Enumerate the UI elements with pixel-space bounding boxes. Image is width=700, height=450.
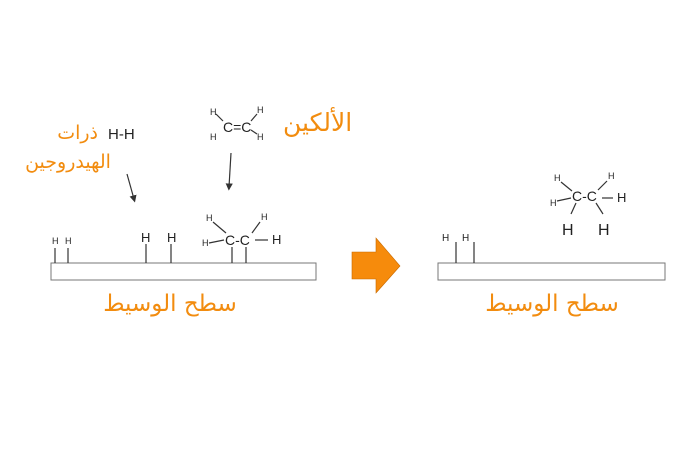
alkene-label: الألكين — [283, 106, 352, 137]
svg-text:H: H — [261, 212, 268, 222]
catalyst-surface-label-right: سطح الوسيط — [485, 291, 619, 317]
svg-text:H: H — [462, 233, 469, 244]
hydrogen-molecule: H-H — [108, 126, 135, 143]
svg-text:H: H — [550, 198, 557, 208]
svg-text:H: H — [598, 222, 610, 239]
ethylene-molecule: C=C H H H H — [210, 105, 264, 142]
svg-text:H: H — [257, 105, 264, 115]
svg-text:H: H — [617, 190, 626, 205]
svg-text:C-C: C-C — [572, 188, 597, 204]
adsorbed-hydrogens-left: H H H H — [52, 230, 176, 263]
svg-text:H: H — [257, 132, 264, 142]
svg-text:H: H — [210, 132, 217, 142]
svg-text:H: H — [442, 233, 449, 244]
svg-text:H: H — [141, 230, 150, 245]
svg-text:C=C: C=C — [223, 119, 251, 135]
svg-text:H: H — [554, 173, 561, 183]
svg-text:H: H — [608, 171, 615, 181]
hydrogen-atoms-label-line2: الهيدروجين — [25, 151, 111, 173]
catalyst-surface-label-left: سطح الوسيط — [103, 291, 237, 317]
catalyst-surface-left — [50, 262, 317, 281]
arrow-alkene-to-surface — [225, 152, 233, 191]
svg-text:H: H — [65, 236, 72, 246]
adsorbed-ethyl: C-C H H H H — [202, 212, 281, 263]
svg-text:C-C: C-C — [225, 232, 250, 248]
hydrogen-atoms-label-line1: ذرات — [57, 122, 98, 144]
reaction-arrow-icon — [351, 237, 401, 294]
svg-text:H: H — [210, 107, 217, 117]
svg-text:H: H — [202, 238, 209, 248]
arrow-hydrogen-to-surface — [126, 173, 137, 203]
svg-text:H: H — [167, 230, 176, 245]
svg-text:H: H — [562, 222, 574, 239]
ethane-molecule: C-C H H H H H H — [550, 171, 626, 239]
svg-text:H: H — [52, 236, 59, 246]
svg-text:H: H — [206, 213, 213, 223]
adsorbed-hydrogens-right: H H — [442, 233, 475, 263]
svg-text:H: H — [272, 232, 281, 247]
catalyst-surface-right — [437, 262, 666, 281]
